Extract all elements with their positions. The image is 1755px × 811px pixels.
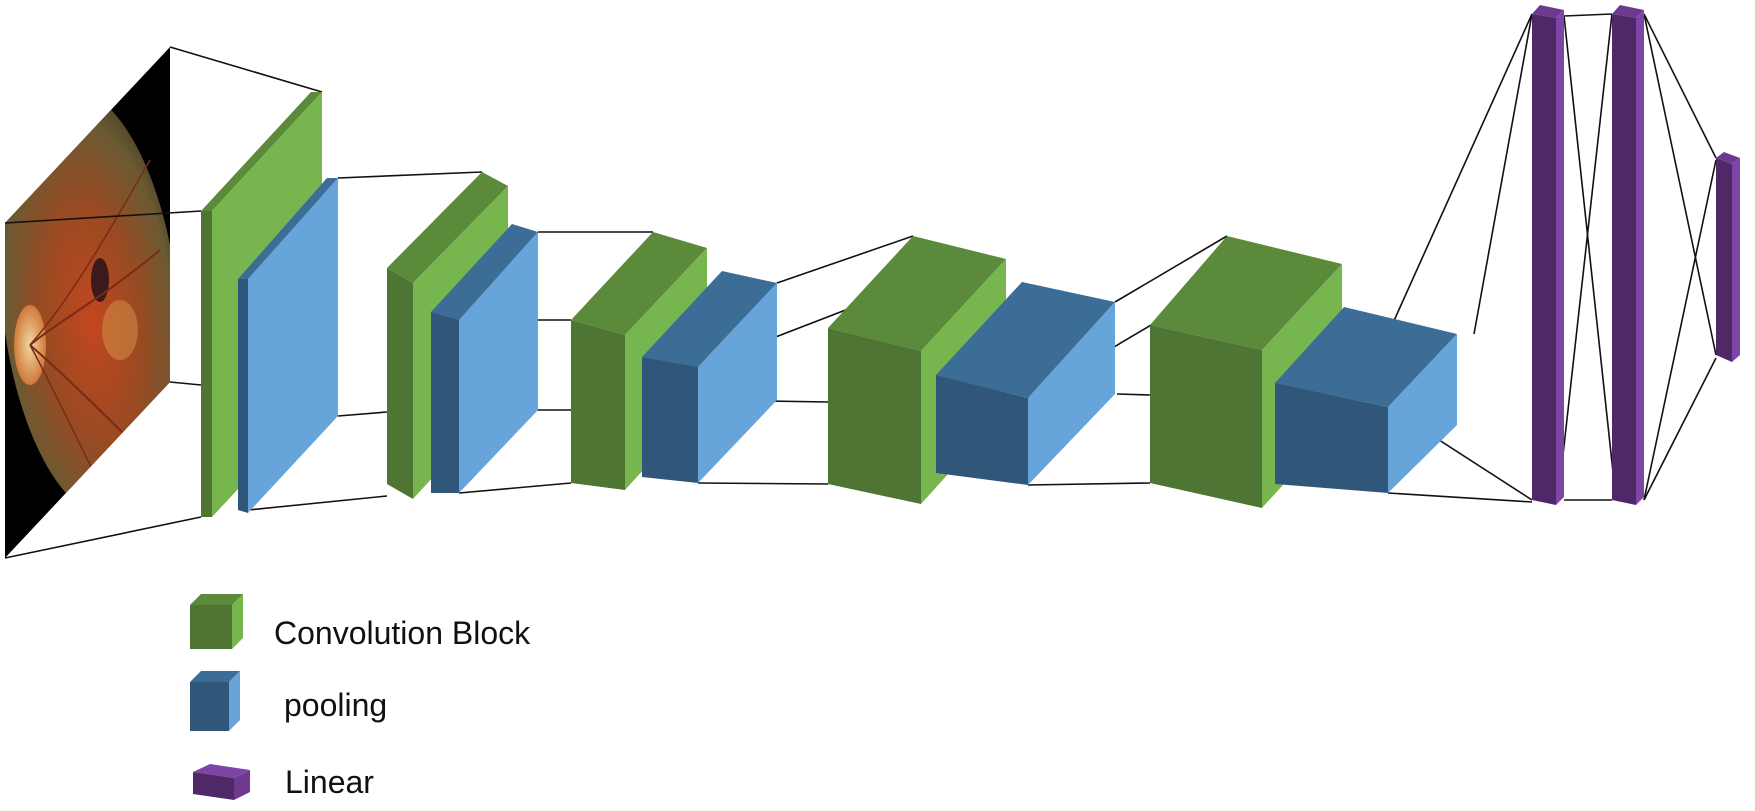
pool-block-5 — [1275, 307, 1457, 493]
legend-label-conv: Convolution Block — [274, 615, 531, 651]
linear-layer-3 — [1716, 152, 1740, 362]
legend-label-linear: Linear — [285, 764, 374, 800]
pool-block-4 — [936, 282, 1115, 485]
pool-block-2 — [431, 224, 538, 493]
linear-layer-1 — [1532, 5, 1564, 505]
linear-layer-2 — [1612, 5, 1644, 505]
purple-slab-icon — [193, 764, 250, 800]
blue-cube-icon — [190, 671, 240, 731]
fundus-retina-image — [5, 88, 170, 521]
input-image — [5, 47, 170, 558]
legend: Convolution Block pooling Linear — [190, 594, 531, 800]
legend-label-pool: pooling — [284, 687, 387, 723]
pool-block-1 — [238, 178, 338, 513]
green-cube-icon — [190, 594, 243, 649]
pool-block-3 — [642, 271, 777, 483]
